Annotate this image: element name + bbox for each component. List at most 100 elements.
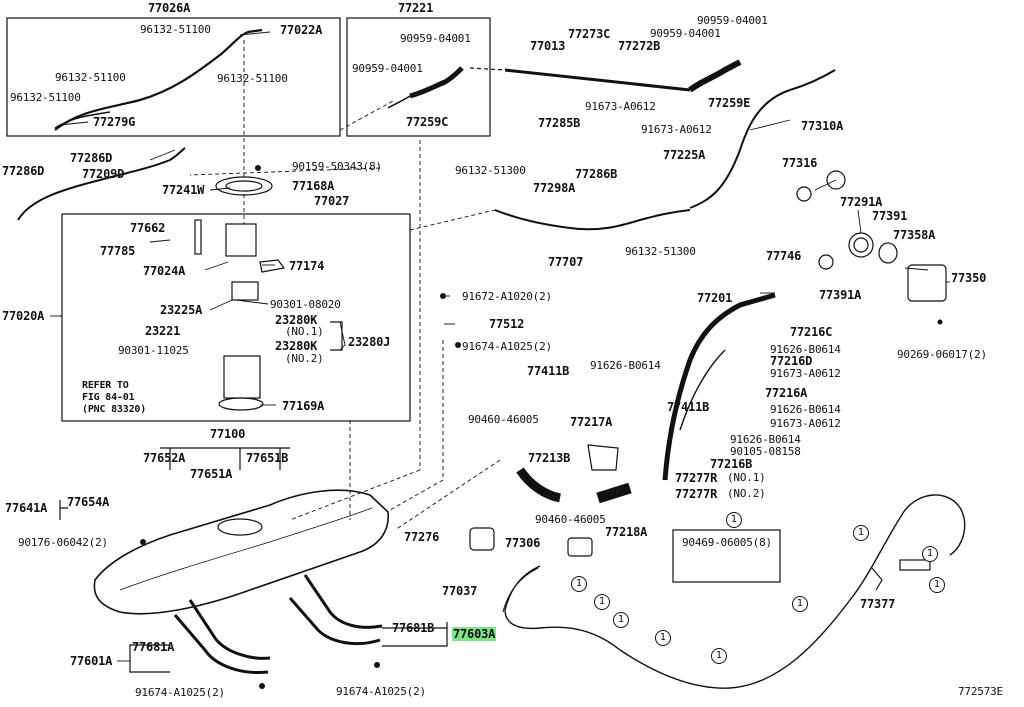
diagram-reference-code: 772573E <box>958 685 1003 698</box>
part-77100: 77100 <box>210 427 246 441</box>
part-77310A: 77310A <box>801 119 844 133</box>
part-91626-B0614: 91626-B0614 <box>770 343 841 356</box>
refer-line-1: REFER TO <box>82 380 129 391</box>
part-23280K-no2: 23280K <box>275 339 318 353</box>
callout-1: 1 <box>711 648 727 664</box>
part-90469-06005: 90469-06005(8) <box>682 536 772 549</box>
part-77026A: 77026A <box>148 1 191 15</box>
part-77681A: 77681A <box>132 640 175 654</box>
part-77512: 77512 <box>489 317 525 331</box>
part-77276: 77276 <box>404 530 440 544</box>
part-23280K-no1: 23280K <box>275 313 318 327</box>
highlight: 77603A <box>452 627 497 641</box>
part-23225A: 23225A <box>160 303 203 317</box>
part-77201: 77201 <box>697 291 733 305</box>
part-96132-51300: 96132-51300 <box>455 164 526 177</box>
part-90959-04001: 90959-04001 <box>352 62 423 75</box>
part-77654A: 77654A <box>67 495 110 509</box>
part-77277R-no2: 77277R <box>675 487 718 501</box>
part-77358A: 77358A <box>893 228 936 242</box>
part-96132-51100: 96132-51100 <box>217 72 288 85</box>
part-91673-A0612: 91673-A0612 <box>770 367 841 380</box>
part-77350: 77350 <box>951 271 987 285</box>
part-77027: 77027 <box>314 194 350 208</box>
box-77026A <box>6 17 341 137</box>
part-77225A: 77225A <box>663 148 706 162</box>
part-90159-50343: 90159-50343(8) <box>292 160 382 173</box>
label-no2: (NO.2) <box>285 352 324 365</box>
part-77259C: 77259C <box>406 115 449 129</box>
part-77209D: 77209D <box>82 167 125 181</box>
part-91674-A1025: 91674-A1025(2) <box>336 685 426 698</box>
part-77241W: 77241W <box>162 183 205 197</box>
part-91626-B0614: 91626-B0614 <box>770 403 841 416</box>
part-77601A: 77601A <box>70 654 113 668</box>
part-77306: 77306 <box>505 536 541 550</box>
part-91673-A0612: 91673-A0612 <box>641 123 712 136</box>
part-77286D: 77286D <box>2 164 45 178</box>
box-77221 <box>346 17 491 137</box>
callout-1: 1 <box>726 512 742 528</box>
part-91674-A1025: 91674-A1025(2) <box>135 686 225 699</box>
part-91672-A1020: 91672-A1020(2) <box>462 290 552 303</box>
refer-line-3: (PNC 83320) <box>82 404 147 415</box>
part-91674-A1025: 91674-A1025(2) <box>462 340 552 353</box>
part-77169A: 77169A <box>282 399 325 413</box>
part-90460-46005: 90460-46005 <box>468 413 539 426</box>
part-77298A: 77298A <box>533 181 576 195</box>
part-90959-04001: 90959-04001 <box>400 32 471 45</box>
callout-1: 1 <box>922 546 938 562</box>
box-77020A <box>61 213 411 422</box>
part-77285B: 77285B <box>538 116 581 130</box>
part-77168A: 77168A <box>292 179 335 193</box>
part-90105-08158: 90105-08158 <box>730 445 801 458</box>
part-77273C: 77273C <box>568 27 611 41</box>
part-90269-06017: 90269-06017(2) <box>897 348 987 361</box>
part-77603A-highlighted[interactable]: 77603A <box>452 627 497 641</box>
part-91673-A0612: 91673-A0612 <box>585 100 656 113</box>
part-77024A: 77024A <box>143 264 186 278</box>
callout-1: 1 <box>594 594 610 610</box>
part-96132-51100: 96132-51100 <box>55 71 126 84</box>
label-no1b: (NO.1) <box>727 471 766 484</box>
part-77217A: 77217A <box>570 415 613 429</box>
part-77020A: 77020A <box>2 309 45 323</box>
part-90959-04001: 90959-04001 <box>697 14 768 27</box>
part-77022A: 77022A <box>280 23 323 37</box>
callout-1: 1 <box>613 612 629 628</box>
part-77277R-no1: 77277R <box>675 471 718 485</box>
callout-1: 1 <box>853 525 869 541</box>
part-77411B: 77411B <box>667 400 710 414</box>
callout-1: 1 <box>929 577 945 593</box>
label-no2b: (NO.2) <box>727 487 766 500</box>
part-77216C: 77216C <box>790 325 833 339</box>
part-77391A: 77391A <box>819 288 862 302</box>
part-91673-A0612: 91673-A0612 <box>770 417 841 430</box>
pump-top <box>225 223 257 257</box>
part-77391: 77391 <box>872 209 908 223</box>
part-77651A: 77651A <box>190 467 233 481</box>
part-90301-11025: 90301-11025 <box>118 344 189 357</box>
part-90301-08020: 90301-08020 <box>270 298 341 311</box>
part-77037: 77037 <box>442 584 478 598</box>
part-77213B: 77213B <box>528 451 571 465</box>
part-77316: 77316 <box>782 156 818 170</box>
part-96132-51100: 96132-51100 <box>10 91 81 104</box>
part-77221: 77221 <box>398 1 434 15</box>
part-77286B: 77286B <box>575 167 618 181</box>
part-77218A: 77218A <box>605 525 648 539</box>
part-77785: 77785 <box>100 244 136 258</box>
part-90176-06042: 90176-06042(2) <box>18 536 108 549</box>
part-96132-51300: 96132-51300 <box>625 245 696 258</box>
part-77259E: 77259E <box>708 96 751 110</box>
part-77377: 77377 <box>860 597 896 611</box>
part-77641A: 77641A <box>5 501 48 515</box>
box-clip-detail <box>672 529 781 583</box>
refer-line-2: FIG 84-01 <box>82 392 135 403</box>
part-77662: 77662 <box>130 221 166 235</box>
part-96132-51100: 96132-51100 <box>140 23 211 36</box>
part-77272B: 77272B <box>618 39 661 53</box>
part-23280J: 23280J <box>348 335 391 349</box>
